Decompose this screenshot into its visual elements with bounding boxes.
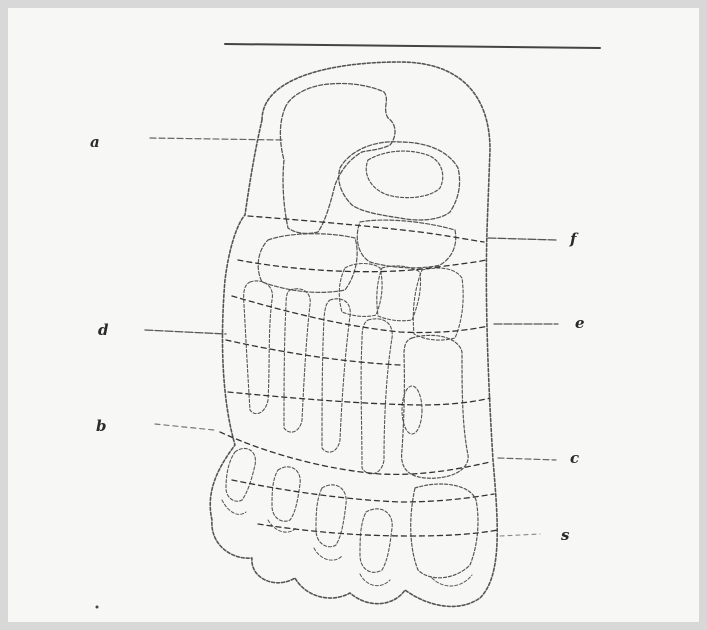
sesamoid-bone (402, 386, 422, 434)
label-d: d (98, 323, 109, 338)
leader-line-a (150, 138, 282, 140)
speck-mark (96, 606, 99, 609)
talus-bone (339, 142, 460, 220)
label-f: f (570, 232, 576, 247)
phalanx-4 (272, 467, 300, 521)
label-a: a (90, 135, 100, 150)
calcaneus-bone (280, 83, 395, 233)
toe-tip-3 (314, 548, 342, 560)
section-line-2 (238, 260, 486, 272)
section-line-4 (226, 340, 400, 365)
metatarsal-3 (322, 299, 350, 452)
foot-outline (210, 62, 497, 606)
metatarsal-4 (284, 289, 310, 432)
metatarsal-1 (402, 335, 469, 478)
cuboid-bone (258, 234, 357, 293)
leader-line-d (145, 330, 226, 334)
leader-line-s (500, 534, 540, 536)
metatarsal-2 (361, 319, 392, 474)
phalanx-3 (316, 485, 346, 547)
leader-line-b (155, 424, 214, 430)
talus-head (366, 151, 443, 198)
navicular-bone (357, 220, 456, 268)
section-line-7 (232, 480, 494, 502)
label-c: c (570, 451, 579, 466)
cuneiform-intermediate (377, 266, 421, 321)
section-line-1 (248, 216, 484, 242)
toe-tip-1 (432, 575, 472, 586)
phalanx-5 (226, 448, 255, 501)
section-line-6 (220, 432, 490, 474)
leader-line-f (488, 238, 556, 240)
label-e: e (575, 316, 585, 331)
top-rule (225, 44, 600, 48)
toe-tip-2 (360, 574, 390, 586)
label-s: s (561, 528, 569, 543)
label-b: b (96, 419, 107, 434)
leader-line-c (498, 458, 556, 460)
toe-tip-5 (222, 500, 246, 514)
phalanx-2 (360, 509, 392, 572)
